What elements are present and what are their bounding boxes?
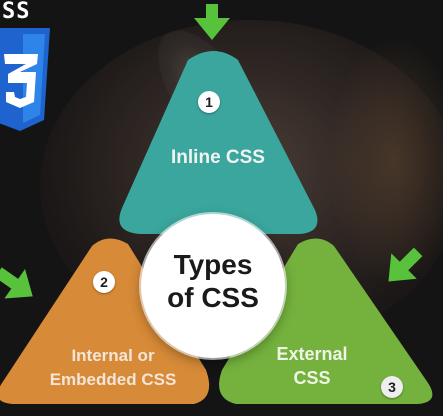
external-css-label: External CSS	[252, 342, 372, 390]
inline-css-label: Inline CSS	[140, 146, 296, 170]
internal-css-label-line1: Internal or	[71, 346, 155, 365]
internal-css-triangle	[0, 238, 209, 404]
center-title: Types of CSS	[141, 248, 285, 314]
step-number-badge: 2	[93, 271, 115, 293]
arrow-down-icon	[194, 4, 230, 40]
internal-css-label: Internal or Embedded CSS	[24, 344, 202, 392]
css3-logo-icon	[0, 28, 50, 131]
external-css-label-line1: External	[276, 344, 348, 364]
external-css-label-line2: CSS	[293, 368, 331, 388]
inline-css-label-line: Inline CSS	[171, 147, 265, 168]
inline-css-triangle	[119, 51, 318, 234]
step-number-badge: 3	[381, 376, 403, 398]
arrow-right-icon	[0, 267, 33, 299]
background-right-glow	[330, 40, 443, 280]
arrow-left-down-icon	[388, 247, 423, 282]
center-circle	[141, 214, 285, 358]
center-title-line2: of CSS	[167, 282, 259, 313]
internal-css-label-line2: Embedded CSS	[49, 370, 177, 389]
css-logo-text: SS	[2, 0, 31, 24]
external-css-triangle	[219, 238, 433, 404]
center-title-line1: Types	[173, 249, 253, 280]
step-number-badge: 1	[198, 91, 220, 113]
